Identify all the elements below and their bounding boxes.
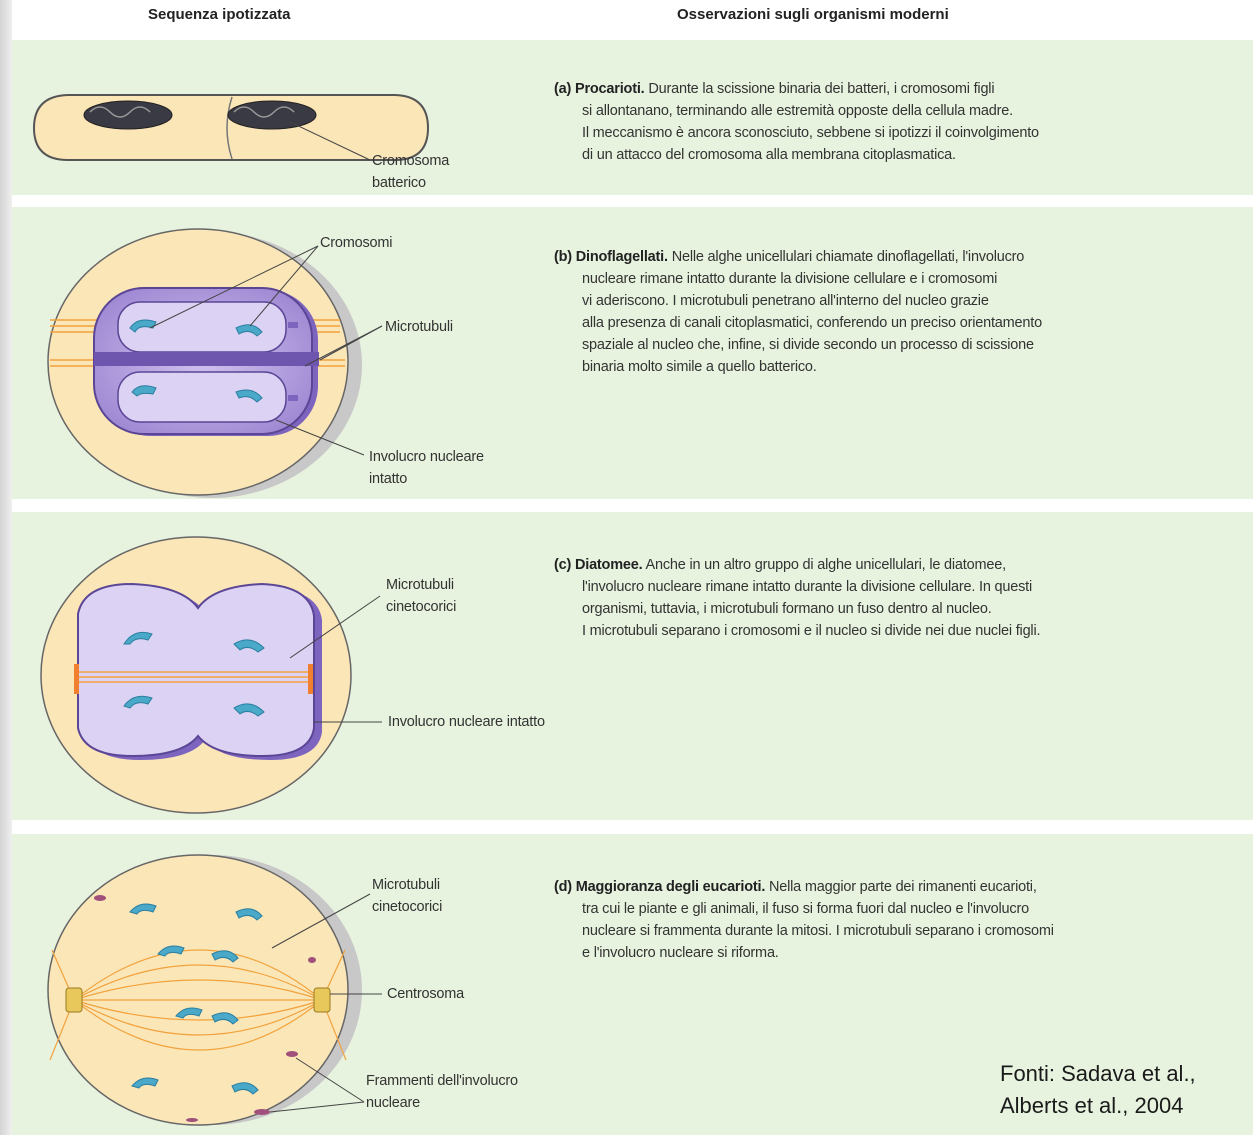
bacterial-chromosome-left [84, 101, 172, 129]
label-line: Microtubuli [372, 874, 442, 896]
label-nuclear-envelope-fragments: Frammenti dell'involucro nucleare [366, 1070, 518, 1114]
description-line: nucleare si frammenta durante la mitosi.… [554, 920, 1244, 942]
label-nuclear-envelope-intact: Involucro nucleare intatto [369, 446, 484, 490]
description-c: (c) Diatomee. Anche in un altro gruppo d… [554, 554, 1244, 642]
dinoflagellate-figure [48, 229, 382, 498]
label-line: intatto [369, 468, 484, 490]
label-line: cinetocorici [386, 596, 456, 618]
source-line: Alberts et al., 2004 [1000, 1090, 1196, 1122]
description-a: (a) Procarioti. Durante la scissione bin… [554, 78, 1244, 166]
source-citation: Fonti: Sadava et al., Alberts et al., 20… [1000, 1058, 1196, 1122]
label-line: cinetocorici [372, 896, 442, 918]
description-line: vi aderiscono. I microtubuli penetrano a… [554, 290, 1244, 312]
panel-title: Diatomee. [575, 557, 643, 573]
panel-tag: (c) [554, 557, 571, 573]
label-line: nucleare [366, 1092, 518, 1114]
description-line: Il meccanismo è ancora sconosciuto, sebb… [554, 122, 1244, 144]
eukaryote-figure [48, 855, 382, 1125]
panel-title: Maggioranza degli eucarioti. [576, 879, 765, 895]
panel-tag: (a) [554, 81, 571, 97]
panel-title: Dinoflagellati. [576, 249, 668, 265]
description-line: organismi, tuttavia, i microtubuli forma… [554, 598, 1244, 620]
label-line: Frammenti dell'involucro [366, 1070, 518, 1092]
panel-tag: (d) [554, 879, 572, 895]
label-kinetochore-microtubules-c: Microtubuli cinetocorici [386, 574, 456, 618]
description-line: di un attacco del cromosoma alla membran… [554, 144, 1244, 166]
label-nuclear-envelope-intact-c: Involucro nucleare intatto [388, 711, 545, 733]
label-kinetochore-microtubules-d: Microtubuli cinetocorici [372, 874, 442, 918]
description-line: binaria molto simile a quello batterico. [554, 356, 1244, 378]
description-b: (b) Dinoflagellati. Nelle alghe unicellu… [554, 246, 1244, 378]
description-line: tra cui le piante e gli animali, il fuso… [554, 898, 1244, 920]
label-centrosome: Centrosoma [387, 983, 464, 1005]
source-line: Fonti: Sadava et al., [1000, 1058, 1196, 1090]
bacterium-figure [34, 95, 428, 160]
description-line: Nella maggior parte dei rimanenti eucari… [769, 879, 1037, 895]
description-line: nucleare rimane intatto durante la divis… [554, 268, 1244, 290]
label-line: Cromosoma [372, 150, 449, 172]
panel-tag: (b) [554, 249, 572, 265]
label-line: Microtubuli [386, 574, 456, 596]
bacterial-chromosome-right [228, 101, 316, 129]
panel-title: Procarioti. [575, 81, 645, 97]
label-bacterial-chromosome: Cromosoma batterico [372, 150, 449, 194]
description-line: I microtubuli separano i cromosomi e il … [554, 620, 1244, 642]
description-line: Anche in un altro gruppo di alghe unicel… [646, 557, 1006, 573]
description-line: Durante la scissione binaria dei batteri… [648, 81, 994, 97]
label-microtubules: Microtubuli [385, 316, 453, 338]
description-line: e l'involucro nucleare si riforma. [554, 942, 1244, 964]
description-line: Nelle alghe unicellulari chiamate dinofl… [672, 249, 1024, 265]
description-line: l'involucro nucleare rimane intatto dura… [554, 576, 1244, 598]
description-d: (d) Maggioranza degli eucarioti. Nella m… [554, 876, 1244, 964]
diatom-figure [41, 537, 382, 813]
description-line: si allontanano, terminando alle estremit… [554, 100, 1244, 122]
label-chromosomes: Cromosomi [320, 232, 392, 254]
description-line: alla presenza di canali citoplasmatici, … [554, 312, 1244, 334]
description-line: spaziale al nucleo che, infine, si divid… [554, 334, 1244, 356]
label-line: batterico [372, 172, 449, 194]
label-line: Involucro nucleare [369, 446, 484, 468]
